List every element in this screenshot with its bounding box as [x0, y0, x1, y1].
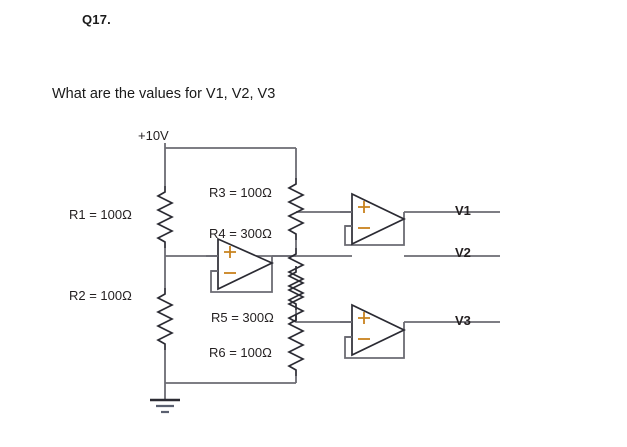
resistor-r2-symbol [157, 287, 173, 351]
resistor-r3-label: R3 = 100Ω [209, 185, 272, 200]
opamp-u1-plus-glyph [358, 201, 370, 213]
resistor-r3-symbol [288, 177, 304, 241]
resistor-r6-label: R6 = 100Ω [209, 345, 272, 360]
opamp-u2-symbol [206, 237, 275, 291]
opamp-u2-triangle [217, 237, 275, 291]
resistor-r5-group [287, 266, 305, 323]
question-prompt: What are the values for V1, V2, V3 [52, 86, 276, 102]
output-v2-label: V2 [455, 245, 471, 260]
resistor-r5-symbol [287, 266, 305, 323]
output-v1-label: V1 [455, 203, 471, 218]
opamp-u1-symbol [340, 192, 406, 246]
resistor-r5-label: R5 = 300Ω [211, 310, 274, 325]
opamp-u3-plus-glyph [358, 312, 370, 324]
opamp-u2-plus-glyph [224, 246, 236, 258]
output-v3-label: V3 [455, 313, 471, 328]
ground-symbol [150, 398, 180, 414]
resistor-r1-label: R1 = 100Ω [69, 207, 132, 222]
resistor-r4-label: R4 = 300Ω [209, 226, 272, 241]
resistor-r6-symbol [288, 313, 304, 377]
opamp-u3-triangle [351, 303, 406, 357]
resistor-r2-label: R2 = 100Ω [69, 288, 132, 303]
opamp-u1-triangle [351, 192, 406, 246]
supply-voltage-label: +10V [138, 128, 169, 143]
opamp-u3-symbol [340, 303, 406, 357]
question-number: Q17. [82, 12, 111, 27]
resistor-r1-symbol [157, 185, 173, 249]
output-underlines [452, 211, 500, 323]
